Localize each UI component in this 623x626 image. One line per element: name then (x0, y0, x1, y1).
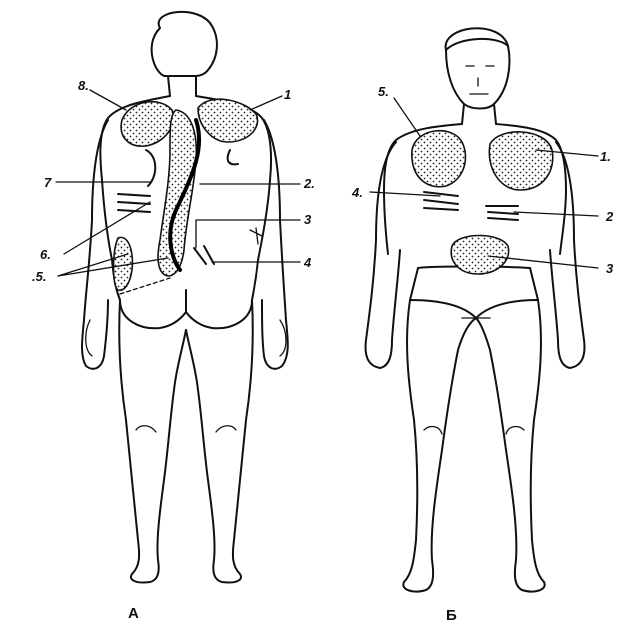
back-view-body (56, 12, 300, 583)
label-a-6: 6. (40, 248, 51, 261)
label-a-8: 8. (78, 79, 89, 92)
front-view-body (366, 28, 598, 591)
label-b-4: 4. (352, 186, 363, 199)
label-a-7: 7 (44, 176, 51, 189)
label-b-3: 3 (606, 262, 613, 275)
caption-b: Б (446, 608, 457, 623)
label-b-2: 2 (606, 210, 613, 223)
label-a-3: 3 (304, 213, 311, 226)
caption-a: А (128, 606, 139, 621)
label-b-5: 5. (378, 85, 389, 98)
label-a-5: .5. (32, 270, 46, 283)
label-a-4: 4 (304, 256, 311, 269)
label-a-2: 2. (304, 177, 315, 190)
label-a-1: 1 (284, 88, 291, 101)
label-b-1: 1. (600, 150, 611, 163)
